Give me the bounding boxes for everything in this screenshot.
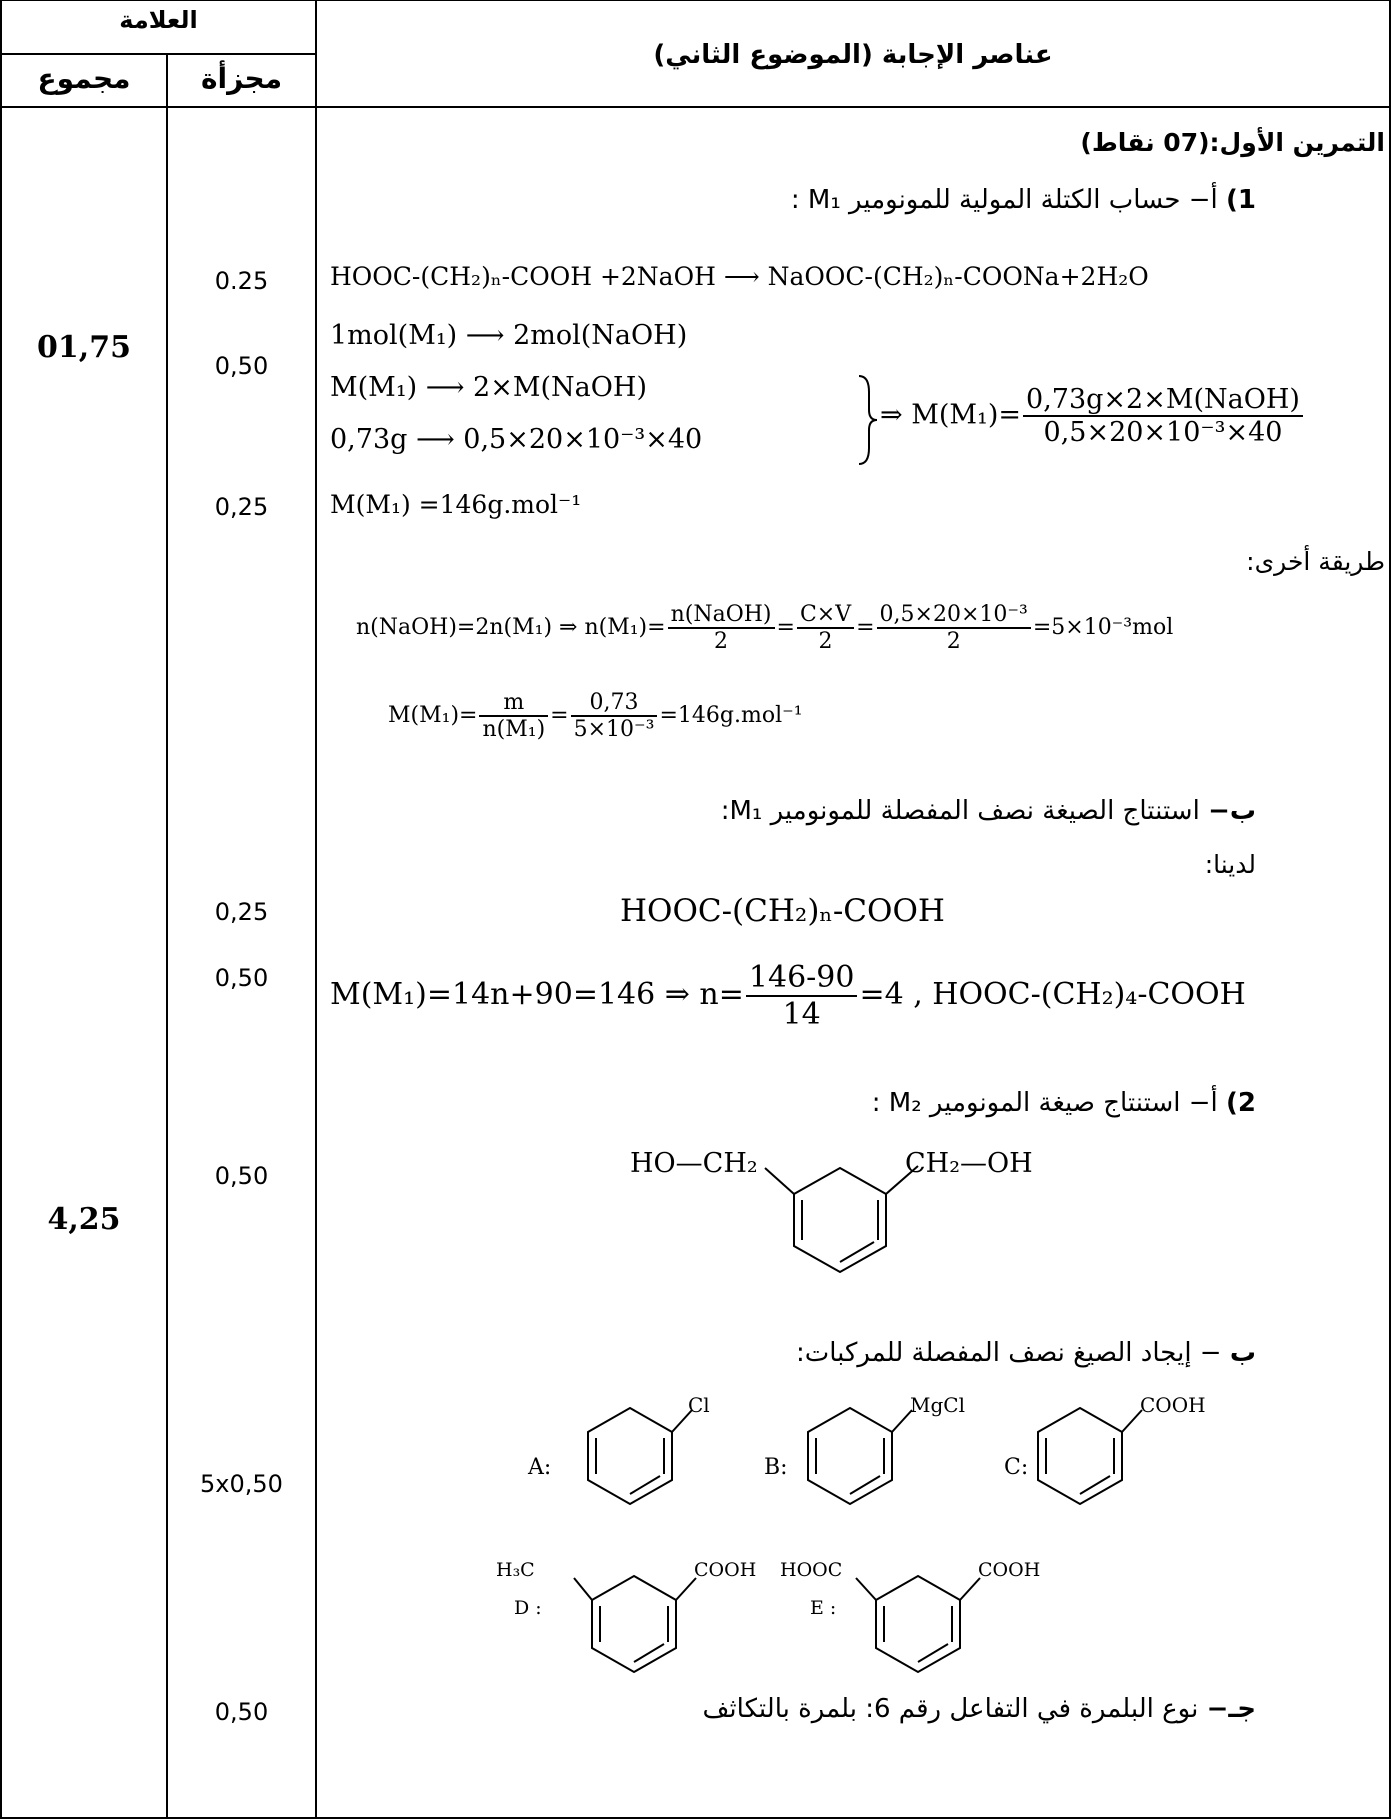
other-method-heading: طريقة أخرى: — [1246, 547, 1385, 576]
question-2a: 2) أ− استنتاج صيغة المونومير M₂ : — [872, 1088, 1256, 1118]
question-number: 2) — [1226, 1088, 1256, 1118]
compound-c-substituent: COOH — [1140, 1393, 1206, 1417]
compound-a-label: A: — [527, 1455, 551, 1480]
m2-left-group: HO—CH₂ — [630, 1148, 758, 1179]
question-label: ب− — [1208, 796, 1256, 826]
compound-b-label: B: — [764, 1455, 788, 1480]
reaction-equation: HOOC-(CH₂)ₙ-COOH +2NaOH ⟶ NaOOC-(CH₂)ₙ-C… — [330, 262, 1149, 291]
partial-mark: 0,50 — [214, 1162, 269, 1190]
question-text: أ− استنتاج صيغة المونومير M₂ : — [871, 1088, 1218, 1118]
question-label: ب — [1229, 1338, 1256, 1368]
fraction: 0,73g×2×M(NaOH)0,5×20×10⁻³×40 — [1023, 384, 1303, 448]
fraction: n(NaOH)2 — [667, 602, 775, 654]
partial-mark: 0,25 — [214, 898, 269, 926]
compounds-de-diagram: H₃C D : COOH HOOC E : COOH — [496, 1559, 1040, 1674]
question-text: − إيجاد الصيغ نصف المفصلة للمركبات: — [795, 1338, 1222, 1368]
partial-mark: 0,50 — [214, 352, 269, 380]
compound-e-substituent-1: HOOC — [780, 1559, 842, 1581]
stoichiometry-line: 1mol(M₁) ⟶ 2mol(NaOH) — [330, 320, 688, 351]
question-text: استنتاج الصيغة نصف المفصلة للمونومير M₁: — [720, 796, 1200, 826]
partial-mark: 0.25 — [214, 267, 269, 295]
partial-mark: 0,50 — [214, 1698, 269, 1726]
question-label: جـ− — [1206, 1694, 1256, 1724]
compound-d-label: D : — [514, 1597, 542, 1619]
grading-header: العلامة — [119, 6, 198, 34]
m2-right-group: CH₂—OH — [905, 1148, 1033, 1179]
question-text: نوع البلمرة في التفاعل رقم 6: بلمرة بالت… — [702, 1694, 1199, 1724]
compound-b-substituent: MgCl — [910, 1393, 965, 1417]
answer-column-header: عناصر الإجابة (الموضوع الثاني) — [653, 40, 1053, 70]
partial-mark: 0,50 — [214, 964, 269, 992]
partial-mark: 0,25 — [214, 493, 269, 521]
question-number: 1) — [1226, 185, 1256, 215]
partial-mark: 5x0,50 — [200, 1470, 283, 1498]
compound-d-substituent-1: H₃C — [496, 1559, 535, 1581]
partial-column-header: مجزأة — [200, 62, 283, 95]
compounds-abc-diagram: A: Cl B: MgCl C: COOH — [527, 1393, 1206, 1506]
molar-mass-result: ⇒ M(M₁)=0,73g×2×M(NaOH)0,5×20×10⁻³×40 — [880, 384, 1305, 448]
brace-icon — [858, 375, 878, 465]
stoichiometry-line: M(M₁) ⟶ 2×M(NaOH) — [330, 372, 647, 403]
total-mark-q1: 01,75 — [37, 330, 131, 365]
total-mark-q2: 4,25 — [47, 1202, 121, 1237]
stoichiometry-line: 0,73g ⟶ 0,5×20×10⁻³×40 — [330, 424, 703, 455]
question-text: أ− حساب الكتلة المولية للمونومير M₁ : — [790, 185, 1218, 215]
question-2b: ب − إيجاد الصيغ نصف المفصلة للمركبات: — [796, 1338, 1256, 1368]
exercise-title: التمرين الأول:(07 نقاط) — [1080, 128, 1385, 157]
question-1b: ب− استنتاج الصيغة نصف المفصلة للمونومير … — [721, 796, 1256, 826]
question-2c: جـ− نوع البلمرة في التفاعل رقم 6: بلمرة … — [703, 1694, 1257, 1724]
compound-e-substituent-2: COOH — [978, 1559, 1040, 1581]
compound-e-label: E : — [810, 1597, 836, 1619]
question-1a: 1) أ− حساب الكتلة المولية للمونومير M₁ : — [791, 185, 1256, 215]
m2-structure-diagram: HO—CH₂ CH₂—OH — [630, 1148, 1033, 1274]
compound-c-label: C: — [1004, 1455, 1028, 1480]
total-column-header: مجموع — [37, 62, 131, 95]
general-formula: HOOC-(CH₂)ₙ-COOH — [620, 893, 945, 929]
compound-a-substituent: Cl — [688, 1393, 710, 1417]
we-have-label: لدينا: — [1204, 850, 1256, 879]
compound-d-substituent-2: COOH — [694, 1559, 756, 1581]
molar-mass-value: M(M₁) =146g.mol⁻¹ — [330, 490, 582, 519]
